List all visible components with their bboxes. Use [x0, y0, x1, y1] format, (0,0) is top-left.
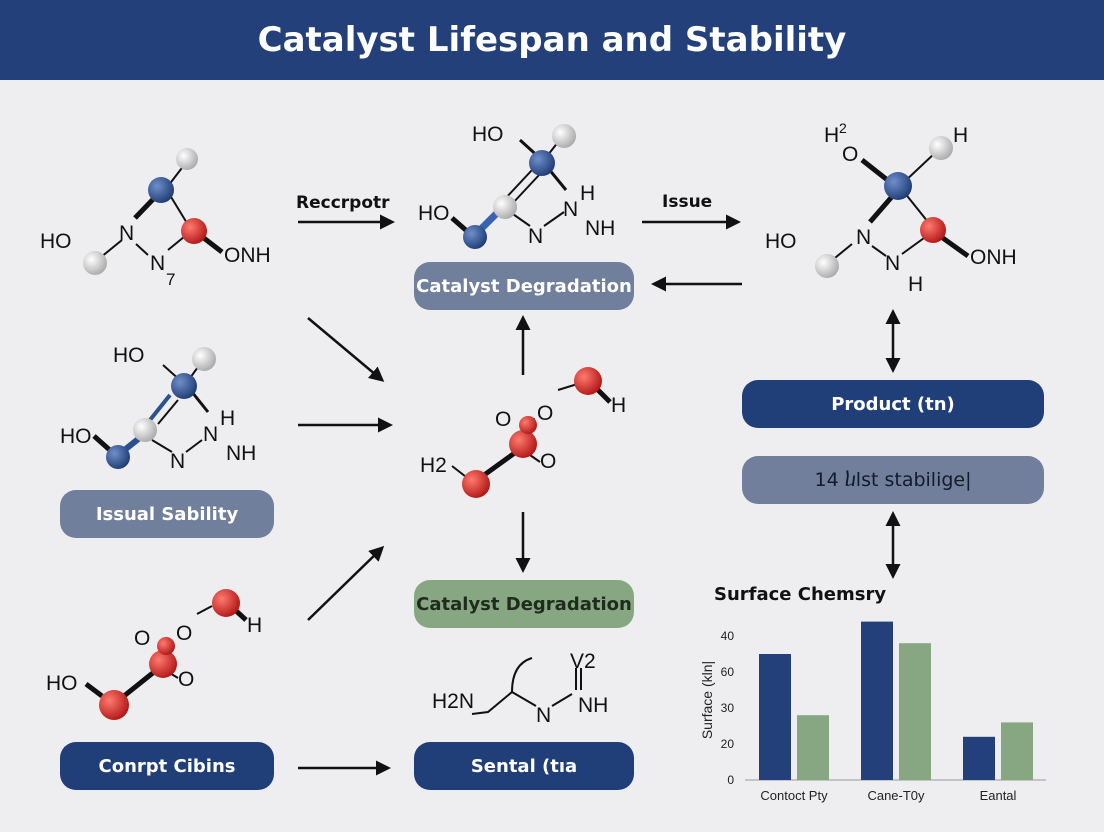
chart-bar [1001, 722, 1033, 780]
catalyst-degradation-green-label: Catalyst Degradation [416, 593, 632, 615]
m6-o2: O [176, 622, 192, 645]
m3-nh: NH [585, 217, 615, 240]
m4-ho: HO [765, 230, 797, 253]
conrpt-cibins-label: Conrpt Cibins [98, 755, 236, 777]
chart-y-tick: 0 [727, 773, 734, 787]
m2-ho-top: HO [113, 344, 145, 367]
m6-o3: O [178, 668, 194, 691]
chart-y-tick: 60 [721, 665, 735, 679]
arrow-diag-down [307, 317, 385, 382]
sental-box: Sental (tıa [414, 742, 634, 790]
m5-o3: O [540, 450, 556, 473]
m4-h-sub: H [908, 273, 923, 296]
chart-y-tick: 30 [721, 701, 735, 715]
molecule-3: HO HO H N N NH [418, 123, 615, 249]
chart-y-tick: 40 [721, 629, 735, 643]
m4-n2: N [885, 252, 900, 275]
m1-onh: ONH [224, 244, 271, 267]
m2-h: H [220, 407, 235, 430]
catalyst-degradation-box: Catalyst Degradation [414, 262, 634, 310]
page-title: Catalyst Lifespan and Stability [257, 20, 847, 60]
m3-n2: N [528, 225, 543, 248]
m6-ho: HO [46, 672, 78, 695]
issual-sability-label: Issual Sability [95, 503, 239, 525]
m3-n1: N [563, 198, 578, 221]
m3-h: H [580, 182, 595, 205]
m1-ho: HO [40, 230, 72, 253]
chart-bar [861, 621, 893, 780]
m4-h-top-o: O [842, 143, 858, 166]
header-banner: Catalyst Lifespan and Stability [0, 0, 1104, 80]
m4-onh: ONH [970, 246, 1017, 269]
arrow-label-issue: Issue [662, 192, 712, 212]
product-label: Product (tn) [831, 393, 955, 415]
m4-h-top: H [824, 124, 839, 147]
molecule-7: H2N N NH V2 [432, 650, 608, 727]
m5-o2: O [537, 402, 553, 425]
catalyst-degradation-green-box: Catalyst Degradation [414, 580, 634, 628]
m6-h: H [247, 614, 262, 637]
chart-y-tick: 20 [721, 737, 735, 751]
m2-n2: N [170, 450, 185, 473]
m4-n1: N [856, 226, 871, 249]
catalyst-degradation-label: Catalyst Degradation [416, 275, 632, 297]
m7-v2: V2 [570, 650, 596, 673]
chart-x-tick: Cane-T0y [867, 788, 925, 803]
stabilige-box: 14 ⴑlst stabilige| [742, 456, 1044, 504]
stabilige-label: 14 ⴑlst stabilige| [814, 469, 972, 491]
issual-sability-box: Issual Sability [60, 490, 274, 538]
m7-n: N [536, 704, 551, 727]
m2-nh: NH [226, 442, 256, 465]
molecule-4: H 2 O H HO N N H ONH [765, 120, 1017, 296]
molecule-5: O O O H H2 [420, 367, 626, 498]
chart-bar [899, 643, 931, 780]
m7-nh: NH [578, 694, 608, 717]
m4-h-top-sup: 2 [839, 120, 847, 136]
molecule-6: O O O H HO [46, 589, 262, 720]
chart-bar [759, 654, 791, 780]
m2-n1: N [203, 423, 218, 446]
product-box: Product (tn) [742, 380, 1044, 428]
arrow-diag-up [307, 545, 385, 621]
m1-subscript: 7 [166, 270, 175, 289]
arrows [298, 214, 901, 776]
sental-label: Sental (tıa [470, 755, 578, 777]
m5-o1: O [495, 408, 511, 431]
m3-ho-top: HO [472, 123, 504, 146]
m5-h2: H2 [420, 454, 447, 477]
chart-bar [797, 715, 829, 780]
m4-h-right: H [953, 124, 968, 147]
m5-h: H [611, 394, 626, 417]
molecule-2: HO HO H N N NH [60, 344, 256, 473]
molecule-1: HO N N 7 ONH [40, 148, 271, 289]
conrpt-cibins-box: Conrpt Cibins [60, 742, 274, 790]
chart-x-tick: Contoct Pty [760, 788, 828, 803]
m1-n2: N [150, 252, 165, 275]
chart-x-tick: Eantal [980, 788, 1017, 803]
chart-y-label: Surface (kln| [699, 661, 715, 739]
m7-h2n: H2N [432, 690, 474, 713]
m2-ho-left: HO [60, 425, 92, 448]
chart-bar [963, 736, 995, 780]
arrow-label-reccrpotr: Reccrpotr [296, 193, 390, 213]
m3-ho: HO [418, 202, 450, 225]
m6-o1: O [134, 627, 150, 650]
chart-title: Surface Chemsry [714, 584, 887, 605]
m1-n1: N [119, 222, 134, 245]
